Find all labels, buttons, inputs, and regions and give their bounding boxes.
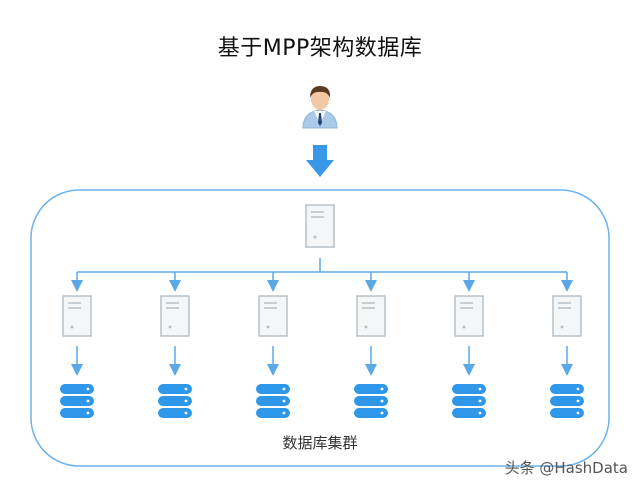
segment-server-icon bbox=[454, 295, 484, 337]
segment-server-icon bbox=[62, 295, 92, 337]
database-icon bbox=[452, 384, 486, 418]
segment-node-6 bbox=[550, 272, 584, 418]
segment-server-icon bbox=[258, 295, 288, 337]
segment-server-icon bbox=[356, 295, 386, 337]
database-icon bbox=[256, 384, 290, 418]
database-icon bbox=[60, 384, 94, 418]
segment-node-2 bbox=[158, 272, 192, 418]
segment-server-icon bbox=[552, 295, 582, 337]
diagram-title: 基于MPP架构数据库 bbox=[217, 36, 423, 61]
segment-node-1 bbox=[60, 272, 94, 418]
cluster-frame bbox=[30, 189, 610, 467]
database-icon bbox=[354, 384, 388, 418]
master-server-icon bbox=[305, 204, 335, 248]
segment-node-3 bbox=[256, 272, 290, 418]
main-arrow bbox=[306, 145, 334, 177]
user-icon bbox=[302, 86, 338, 129]
segment-node-4 bbox=[354, 272, 388, 418]
cluster-label: 数据库集群 bbox=[282, 434, 358, 452]
database-icon bbox=[550, 384, 584, 418]
watermark: 头条 @HashData bbox=[504, 459, 628, 477]
segment-node-5 bbox=[452, 272, 486, 418]
segment-server-icon bbox=[160, 295, 190, 337]
database-icon bbox=[158, 384, 192, 418]
